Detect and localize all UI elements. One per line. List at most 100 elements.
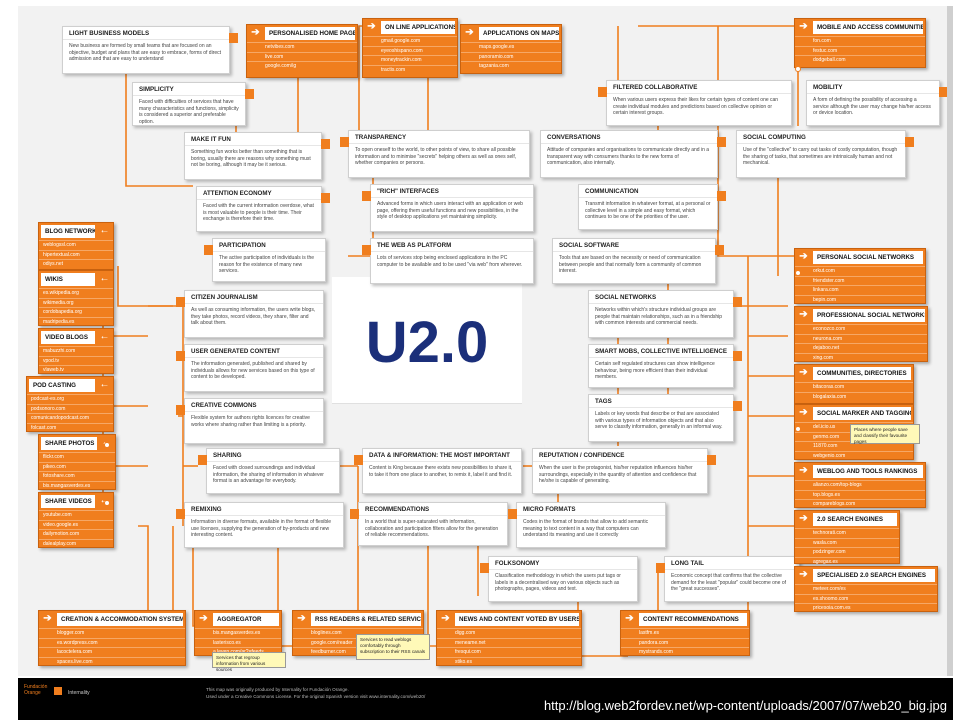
service-title: POD CASTING (29, 379, 95, 392)
service-link[interactable]: xing.com (795, 352, 927, 363)
arrow-right-icon: ➔ (799, 407, 808, 418)
service-link[interactable]: podcast-es.org (27, 394, 113, 404)
junction-dot (795, 270, 801, 276)
service-link[interactable]: gmail.google.com (363, 36, 457, 46)
footer-logo-partner: Internality (68, 690, 90, 696)
service-title: CONTENT RECOMMENDATIONS (639, 613, 747, 626)
service-link[interactable]: dejaboo.net (795, 343, 927, 353)
tab-marker (321, 139, 330, 149)
service-link[interactable]: del.icio.us (795, 422, 913, 432)
service-link[interactable]: live.com (247, 51, 357, 62)
service-link[interactable]: spaces.live.com (39, 656, 185, 667)
service-link[interactable]: agregax.es (795, 556, 899, 567)
service-link[interactable]: bloglines.com (293, 628, 423, 638)
concept-title: TAGS (589, 395, 733, 408)
concept-data-information: DATA & INFORMATION: THE MOST IMPORTANT C… (354, 448, 522, 494)
service-link[interactable]: flickr.com (39, 452, 115, 462)
service-link[interactable]: econozco.com (795, 324, 927, 334)
tab-marker (362, 191, 371, 201)
center-title: U2.0 (365, 310, 489, 375)
service-link[interactable]: pikeo.com (39, 461, 115, 472)
service-link[interactable]: wikimedia.org (39, 297, 113, 308)
service-link[interactable]: netvibes.com (247, 42, 357, 52)
service-link[interactable]: comunicandopodcast.com (27, 413, 113, 423)
service-link[interactable]: weblogssl.com (39, 240, 113, 250)
service-link[interactable]: neurona.com (795, 333, 927, 344)
service-link[interactable]: pricesoia.com.es (795, 603, 937, 613)
service-link[interactable]: google.com/ig (247, 61, 357, 71)
service-link[interactable]: es.shoomo.com (795, 593, 937, 604)
concept-desc: Transmit information in whatever format,… (585, 201, 711, 220)
service-link[interactable]: tractis.com (363, 64, 457, 75)
service-link[interactable]: vlaweb.tv (39, 365, 113, 375)
concept-title: USER GENERATED CONTENT (185, 345, 323, 358)
service-link[interactable]: panoramio.com (461, 51, 561, 62)
service-link[interactable]: compareblogs.com (795, 499, 925, 509)
service-link[interactable]: fresqui.com (437, 647, 581, 657)
arrow-right-icon: ➔ (799, 21, 808, 32)
service-link[interactable]: maps.google.es (461, 42, 561, 52)
service-link[interactable]: bitacoras.com (795, 382, 913, 392)
service-link[interactable]: linkara.com (795, 285, 925, 295)
service-communities-directories: ➔ COMMUNITIES, DIRECTORIES bitacoras.com… (794, 364, 914, 404)
service-link[interactable]: podzinger.com (795, 547, 899, 557)
service-link[interactable]: moneytrackin.com (363, 55, 457, 65)
service-link[interactable]: top.blogs.es (795, 489, 925, 500)
service-link[interactable]: digg.com (437, 628, 581, 638)
service-link[interactable]: pandora.com (621, 637, 749, 648)
service-link[interactable]: bis.mangasverdes.es (195, 628, 281, 638)
service-link[interactable]: technorati.com (795, 528, 899, 538)
service-link[interactable]: lastfm.es (621, 628, 749, 638)
concept-title: LONG TAIL (665, 557, 799, 570)
tab-marker (733, 351, 742, 361)
service-link[interactable]: lacoctelera.com (39, 647, 185, 657)
service-link[interactable]: youtube.com (39, 510, 113, 520)
service-link[interactable]: video.google.es (39, 519, 113, 530)
service-link[interactable]: alianzo.com/top-blogs (795, 480, 925, 490)
service-link[interactable]: hipertextual.com (39, 249, 113, 260)
service-link[interactable]: cordobapedia.org (39, 307, 113, 317)
service-link[interactable]: vpod.tv (39, 355, 113, 366)
service-link[interactable]: meteer.com/es (795, 584, 937, 594)
note-aggregator: Services that regroup information from v… (212, 652, 286, 672)
service-link[interactable]: stiko.es (437, 656, 581, 667)
service-link[interactable]: bis.mangasverdes.es (39, 480, 115, 491)
source-url[interactable]: http://blog.web2fordev.net/wp-content/up… (543, 698, 947, 713)
service-link[interactable]: es.wikipedia.org (39, 288, 113, 298)
service-link[interactable]: dalealplay.com (39, 538, 113, 549)
service-link[interactable]: tagzania.com (461, 61, 561, 71)
service-link[interactable]: mystrands.com (621, 647, 749, 657)
service-link[interactable]: fotoshare.com (39, 471, 115, 481)
service-link[interactable]: eyeoshispano.com (363, 45, 457, 56)
service-link[interactable]: es.wordpress.com (39, 637, 185, 648)
concept-title: ATTENTION ECONOMY (197, 187, 321, 200)
arrow-right-icon: ➔ (799, 367, 808, 378)
concept-transparency: TRANSPARENCY To open oneself to the worl… (340, 130, 530, 178)
service-link[interactable]: madripedia.es (39, 316, 113, 327)
service-link[interactable]: friendster.com (795, 275, 925, 286)
arrow-right-icon: ➔ (799, 465, 808, 476)
service-link[interactable]: fon.com (795, 36, 925, 46)
service-link[interactable]: folcast.com (27, 422, 113, 433)
service-link[interactable]: blogalaxia.com (795, 391, 913, 402)
service-link[interactable]: meneame.net (437, 637, 581, 648)
service-link[interactable]: dailymotion.com (39, 529, 113, 539)
tab-marker (176, 405, 185, 415)
service-content-recommendations: ➔ CONTENT RECOMMENDATIONS lastfm.es pand… (620, 610, 750, 656)
concept-social-software: SOCIAL SOFTWARE Tools that are based on … (552, 238, 724, 284)
service-applications-on-maps: ➔ APPLICATIONS ON MAPS maps.google.es pa… (460, 24, 562, 74)
service-link[interactable]: dodgeball.com (795, 55, 925, 65)
service-link[interactable]: wasla.com (795, 537, 899, 548)
service-link[interactable]: lasterisco.es (195, 637, 281, 648)
arrow-right-icon: ➔ (799, 513, 808, 524)
service-link[interactable]: bepin.com (795, 294, 925, 305)
service-link[interactable]: odiys.net (39, 259, 113, 269)
service-link[interactable]: festuc.com (795, 45, 925, 56)
service-link[interactable]: webgenio.com (795, 450, 913, 461)
service-link[interactable]: podsonoro.com (27, 403, 113, 414)
service-link[interactable]: orkut.com (795, 266, 925, 276)
service-link[interactable]: blogger.com (39, 628, 185, 638)
service-link[interactable]: mabuzzhi.com (39, 346, 113, 356)
concept-desc: Networks within which's structure indivi… (595, 307, 723, 326)
concept-desc: Something fun works better than somethin… (191, 149, 311, 168)
